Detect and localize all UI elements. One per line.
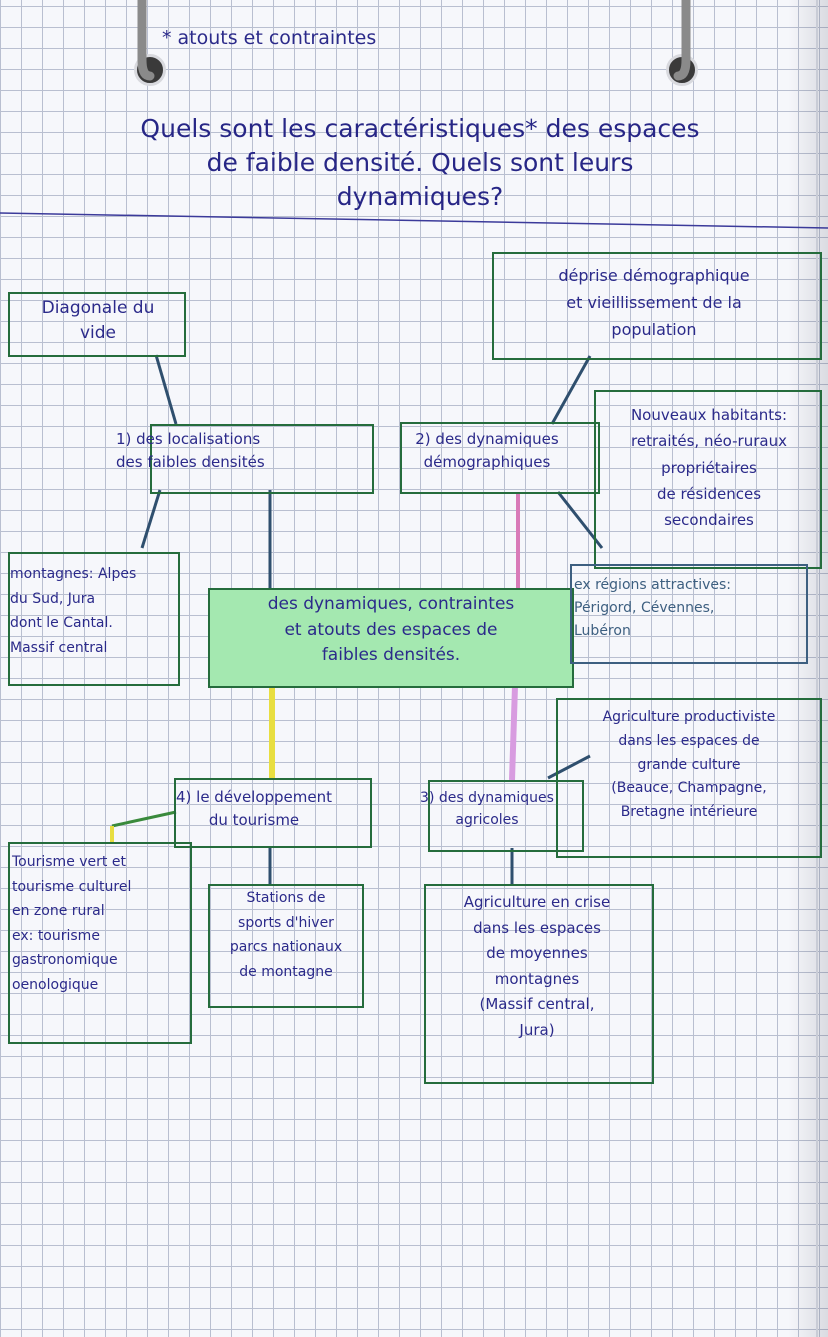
- box-agriculture-crise: [424, 884, 654, 1084]
- dynamiques-agricoles-text: 3) des dynamiques agricoles: [420, 790, 554, 828]
- agriculture-productiviste-text: Agriculture productiviste dans les espac…: [602, 709, 776, 821]
- box-deprise: [492, 252, 822, 360]
- stations-text: Stations de sports d'hiver parcs nationa…: [229, 890, 343, 980]
- box-tourisme-vert: [8, 842, 192, 1044]
- agriculture-crise-text: Agriculture en crise dans les espaces de…: [463, 893, 611, 1039]
- center-topic-text: des dynamiques, contraintes et atouts de…: [267, 594, 515, 665]
- box-demographiques: [400, 422, 600, 494]
- box-nouveaux-habitants: [594, 390, 822, 569]
- box-dynamiques-agricoles: [428, 780, 584, 852]
- lesson-question: Quels sont les caractéristiques* des esp…: [140, 114, 700, 211]
- page-edge: [816, 0, 818, 1337]
- demographiques-text: 2) des dynamiques démographiques: [415, 430, 559, 472]
- binder-ring-right: [673, 0, 691, 81]
- box-diagonale-du-vide: [8, 292, 186, 357]
- montagnes-text: montagnes: Alpes du Sud, Jura dont le Ca…: [10, 566, 137, 656]
- deprise-text: déprise démographique et vieillissement …: [558, 266, 750, 340]
- tourisme-vert-text: Tourisme vert et tourisme culturel en zo…: [12, 854, 132, 993]
- box-agriculture-productiviste: [556, 698, 822, 858]
- regions-attractives-text: ex régions attractives: Périgord, Cévenn…: [574, 577, 732, 640]
- box-localisations: [150, 424, 374, 494]
- tourisme-text: 4) le développement du tourisme: [175, 788, 333, 830]
- nouveaux-habitants-text: Nouveaux habitants: retraités, néo-rurau…: [630, 406, 788, 529]
- box-regions-attractives: [570, 564, 808, 664]
- box-montagnes: [8, 552, 180, 686]
- binder-ring-left: [137, 0, 155, 81]
- box-center-topic: [208, 588, 574, 688]
- box-stations: [208, 884, 364, 1008]
- box-tourisme: [174, 778, 372, 848]
- page-header-title: * atouts et contraintes: [162, 27, 377, 49]
- page-shadow: [788, 0, 828, 1337]
- localisations-text: 1) des localisations des faibles densité…: [116, 430, 265, 472]
- diagonale-text: Diagonale du vide: [41, 298, 155, 343]
